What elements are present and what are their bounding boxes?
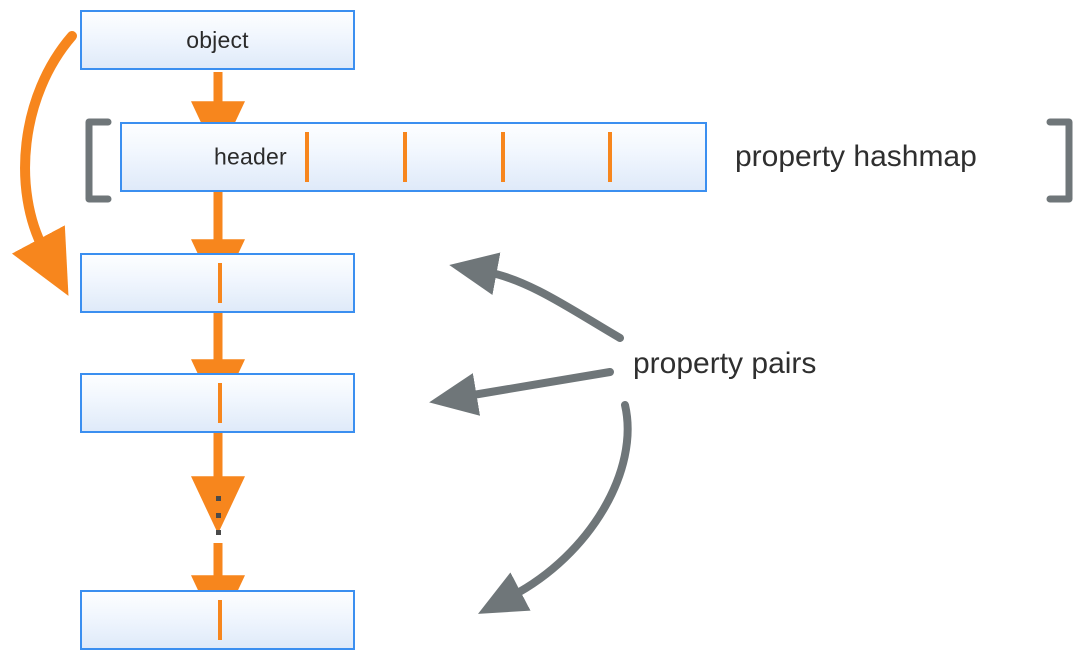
node-header[interactable]: header <box>120 122 707 192</box>
header-cell-tick-3 <box>501 132 505 182</box>
pair-2-cell-tick <box>218 383 222 423</box>
arrow-object-to-pair1-curve <box>11 31 77 296</box>
header-cell-tick-1 <box>305 132 309 182</box>
header-cell-tick-4 <box>608 132 612 182</box>
ellipsis-dot <box>216 513 221 518</box>
pair-n-cell-tick <box>218 600 222 640</box>
bracket-left <box>85 118 112 203</box>
node-property-pair-2[interactable] <box>80 373 355 433</box>
label-property-pairs: property pairs <box>633 347 817 380</box>
vertical-ellipsis <box>216 496 221 535</box>
label-property-hashmap: property hashmap <box>735 140 977 173</box>
node-object-label: object <box>186 26 249 53</box>
node-property-pair-n[interactable] <box>80 590 355 650</box>
header-cell-tick-2 <box>403 132 407 182</box>
arrow-pairs-callout-middle <box>429 368 614 416</box>
arrow-pairs-callout-lower <box>478 401 632 614</box>
arrow-pairs-callout-upper <box>449 252 624 342</box>
bracket-right <box>1046 118 1073 203</box>
node-object[interactable]: object <box>80 10 355 70</box>
pair-1-cell-tick <box>218 263 222 303</box>
ellipsis-dot <box>216 530 221 535</box>
node-header-label: header <box>214 143 287 170</box>
node-property-pair-1[interactable] <box>80 253 355 313</box>
ellipsis-dot <box>216 496 221 501</box>
